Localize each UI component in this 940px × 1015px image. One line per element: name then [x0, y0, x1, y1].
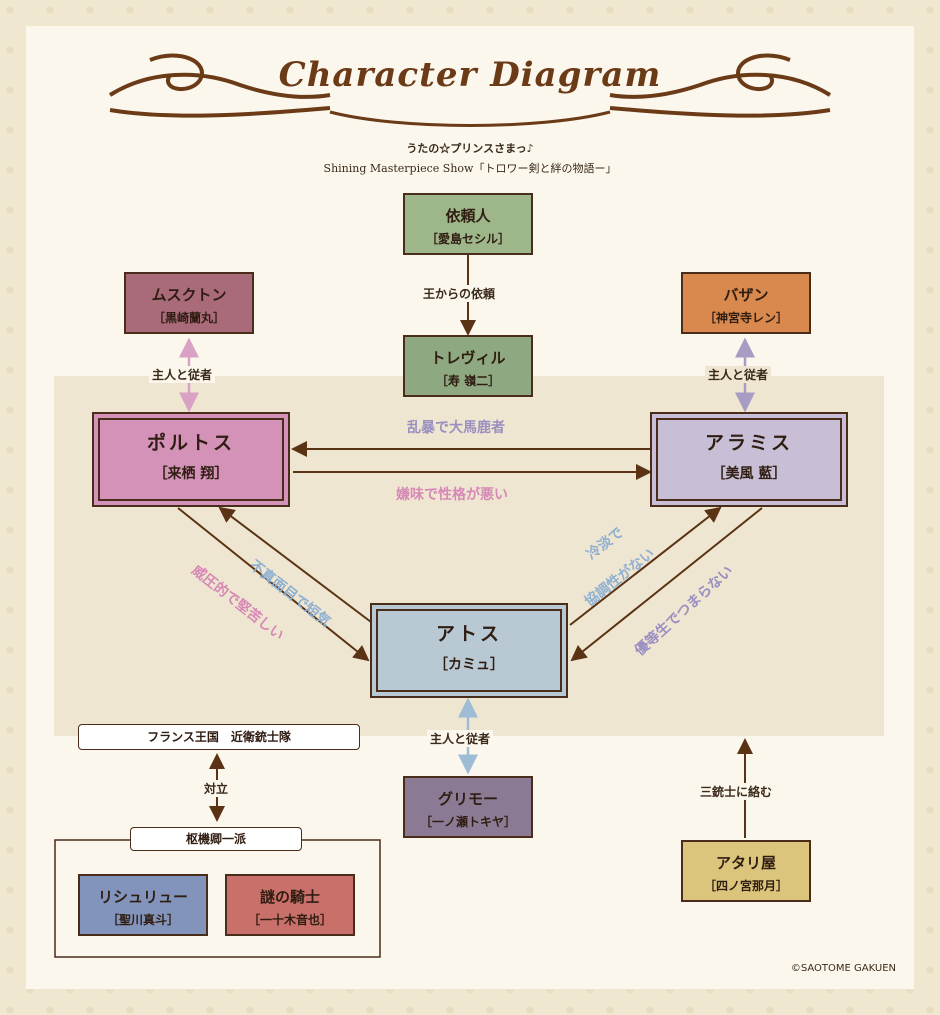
label-aramis-to-porthos: 乱暴で大馬鹿者 — [407, 417, 505, 437]
node-grimaud: グリモー ［一ノ瀬トキヤ］ — [403, 776, 533, 838]
node-mousqueton-name: ムスクトン — [126, 284, 252, 305]
node-treville-name: トレヴィル — [405, 347, 531, 368]
node-aramis-actor: ［美風 藍］ — [652, 463, 846, 483]
node-richelieu: リシュリュー ［聖川真斗］ — [78, 874, 208, 936]
label-porthos-to-aramis: 嫌味で性格が悪い — [396, 484, 508, 504]
node-bazin-actor: ［神宮寺レン］ — [683, 309, 809, 326]
node-knight-name: 謎の騎士 — [227, 886, 353, 907]
node-athos-actor: ［カミュ］ — [372, 654, 566, 674]
node-bazin-name: バザン — [683, 284, 809, 305]
label-bazin-aramis: 主人と従者 — [705, 366, 771, 383]
node-aramis-name: アラミス — [652, 428, 846, 455]
label-conflict: 対立 — [201, 780, 231, 797]
header-flourish-center — [330, 112, 610, 126]
node-knight-actor: ［一十木音也］ — [227, 911, 353, 928]
label-atariya-musketeers: 三銃士に絡む — [697, 783, 775, 800]
node-richelieu-actor: ［聖川真斗］ — [80, 911, 206, 928]
banner-cardinal: 枢機卿一派 — [130, 827, 302, 851]
node-treville-actor: ［寿 嶺二］ — [405, 372, 531, 389]
node-client-actor: ［愛島セシル］ — [405, 230, 531, 247]
diagram-title: Character Diagram — [0, 55, 940, 95]
node-bazin: バザン ［神宮寺レン］ — [681, 272, 811, 334]
node-grimaud-name: グリモー — [405, 788, 531, 809]
node-mousqueton: ムスクトン ［黒崎蘭丸］ — [124, 272, 254, 334]
label-athos-grimaud: 主人と従者 — [427, 730, 493, 747]
copyright: ©SAOTOME GAKUEN — [791, 963, 896, 974]
node-mousqueton-actor: ［黒崎蘭丸］ — [126, 309, 252, 326]
node-knight: 謎の騎士 ［一十木音也］ — [225, 874, 355, 936]
subtitle-series: うたの☆プリンスさまっ♪ — [0, 140, 940, 156]
subtitle-show: Shining Masterpiece Show「トロワー剣と絆の物語ー」 — [0, 160, 940, 176]
node-atariya-name: アタリ屋 — [683, 852, 809, 873]
node-aramis: アラミス ［美風 藍］ — [650, 412, 848, 507]
node-atariya-actor: ［四ノ宮那月］ — [683, 877, 809, 894]
node-client: 依頼人 ［愛島セシル］ — [403, 193, 533, 255]
node-client-name: 依頼人 — [405, 205, 531, 226]
node-athos: アトス ［カミュ］ — [370, 603, 568, 698]
node-grimaud-actor: ［一ノ瀬トキヤ］ — [405, 813, 531, 830]
node-porthos-name: ポルトス — [94, 428, 288, 455]
node-richelieu-name: リシュリュー — [80, 886, 206, 907]
node-porthos: ポルトス ［来栖 翔］ — [92, 412, 290, 507]
node-atariya: アタリ屋 ［四ノ宮那月］ — [681, 840, 811, 902]
node-treville: トレヴィル ［寿 嶺二］ — [403, 335, 533, 397]
label-mousqueton-porthos: 主人と従者 — [149, 366, 215, 383]
banner-kingdom: フランス王国 近衛銃士隊 — [78, 724, 360, 750]
node-porthos-actor: ［来栖 翔］ — [94, 463, 288, 483]
label-client-treville: 王からの依頼 — [420, 285, 498, 302]
node-athos-name: アトス — [372, 619, 566, 646]
